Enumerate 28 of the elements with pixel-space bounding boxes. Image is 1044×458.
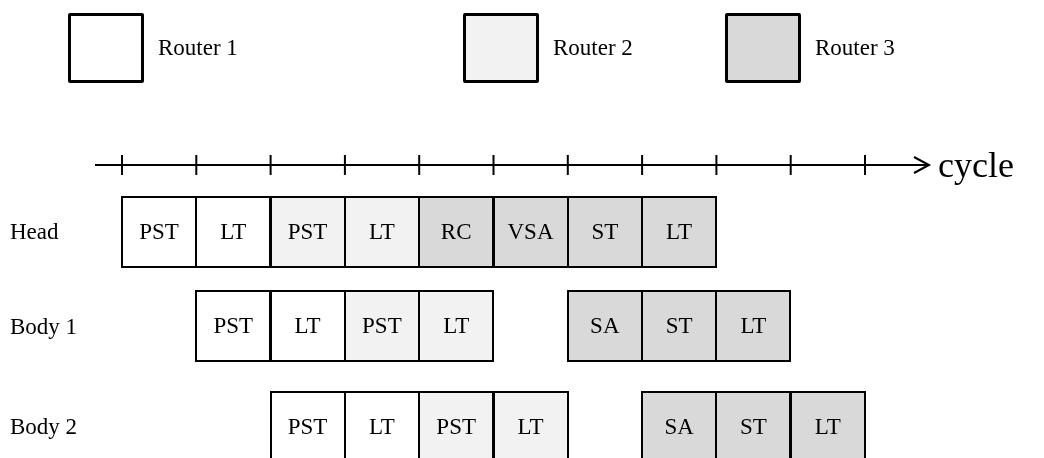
legend-label: Router 3 (815, 35, 895, 61)
pipeline-stage-box: LT (492, 391, 569, 458)
pipeline-stage-box: PST (269, 391, 346, 458)
pipeline-stage-box: SA (641, 391, 718, 458)
row-label: Head (10, 218, 59, 245)
pipeline-stage-box: PST (195, 290, 272, 362)
row-label: Body 2 (10, 413, 78, 440)
pipeline-stage-box: ST (715, 391, 792, 458)
pipeline-stage-box: PST (121, 196, 197, 268)
pipeline-stage-box: LT (641, 196, 718, 268)
pipeline-stage-box: VSA (492, 196, 569, 268)
pipeline-stage-box: LT (418, 290, 495, 362)
pipeline-stage-box: SA (566, 290, 643, 362)
pipeline-stage-box: LT (789, 391, 866, 458)
pipeline-stage-box: PST (418, 391, 495, 458)
legend-label: Router 1 (158, 35, 238, 61)
pipeline-stage-box: RC (418, 196, 495, 268)
pipeline-stage-box: LT (269, 290, 346, 362)
pipeline-stage-box: LT (343, 196, 420, 268)
pipeline-stage-box: LT (195, 196, 272, 268)
pipeline-stage-box: ST (566, 196, 643, 268)
row-label: Body 1 (10, 313, 78, 340)
pipeline-stage-box: PST (343, 290, 420, 362)
axis-label: cycle (938, 145, 1014, 185)
pipeline-stage-box: LT (715, 290, 792, 362)
legend-label: Router 2 (553, 35, 633, 61)
pipeline-stage-box: PST (269, 196, 346, 268)
pipeline-stage-box: ST (641, 290, 718, 362)
